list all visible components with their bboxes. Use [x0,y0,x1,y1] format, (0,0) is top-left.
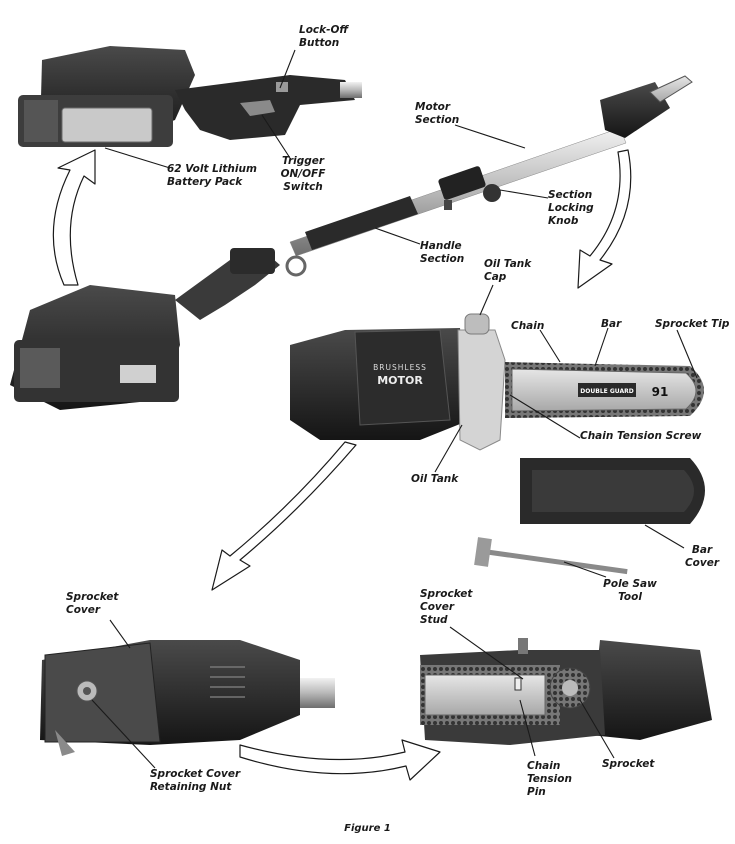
label-sprocket-cover-stud: Sprocket Cover Stud [420,588,473,626]
direction-arrows [52,149,632,781]
leader-lines [91,49,698,769]
label-sprocket: Sprocket [602,758,655,770]
arrow-right-to-sprocket [239,739,441,781]
battery-handle-closeup [18,46,362,147]
motor-badge-bottom: MOTOR [377,374,423,387]
label-bar-cover: Bar Cover [684,544,720,569]
label-motor-section: Motor Section [415,101,460,126]
label-chain-tension-screw: Chain Tension Screw [580,430,702,442]
arrow-up-to-battery-closeup [52,149,96,286]
pole-saw-tool [474,537,628,575]
arrow-down-to-sprocket-cover [211,441,357,591]
label-trigger-switch: Trigger ON/OFF Switch [280,155,326,193]
figure-caption: Figure 1 [344,823,391,834]
bar-cover [520,458,705,524]
label-bar: Bar [601,318,622,330]
label-sprocket-cover: Sprocket Cover [66,591,119,616]
chainsaw-head-detail: BRUSHLESS MOTOR DOUBLE GUARD 91 [290,313,704,451]
bar-number: 91 [652,385,669,399]
label-battery-pack: 62 Volt Lithium Battery Pack [167,163,257,188]
assembled-pole-saw [10,75,693,410]
label-oil-tank: Oil Tank [411,473,459,485]
label-sprocket-tip: Sprocket Tip [655,318,730,330]
label-pole-saw-tool: Pole Saw Tool [603,578,657,603]
label-sprocket-cover-retaining-nut: Sprocket Cover Retaining Nut [150,768,241,793]
motor-badge-top: BRUSHLESS [373,363,427,372]
label-section-locking-knob: Section Locking Knob [548,189,594,227]
sprocket-cover-closeup [40,640,335,756]
label-chain: Chain [511,320,545,332]
label-chain-tension-pin: Chain Tension Pin [527,760,572,798]
label-lock-off-button: Lock-Off Button [299,24,349,49]
label-oil-tank-cap: Oil Tank Cap [484,258,532,283]
arrow-down-to-head-detail [577,149,632,289]
label-handle-section: Handle Section [420,240,465,265]
bar-brand: DOUBLE GUARD [580,388,633,395]
sprocket-exposed-closeup [420,638,712,745]
